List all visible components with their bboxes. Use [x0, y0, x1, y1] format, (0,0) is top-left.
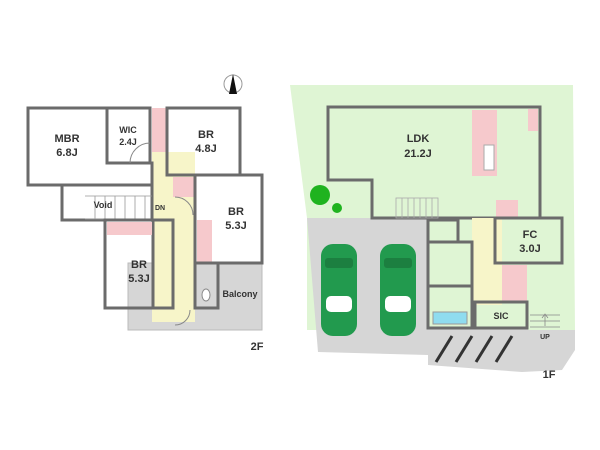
balcony-label: Balcony	[222, 289, 257, 299]
ldk-name: LDK	[407, 133, 430, 145]
bicycle-icon	[454, 335, 474, 363]
room-fc	[493, 216, 564, 265]
mbr-size: 6.8J	[56, 147, 77, 159]
door	[174, 309, 191, 326]
br2-size: 5.3J	[225, 220, 246, 232]
closet	[502, 265, 527, 302]
mbr-name: MBR	[54, 133, 79, 145]
door	[129, 142, 151, 164]
ldk-size: 21.2J	[404, 148, 432, 160]
br3-size: 5.3J	[128, 273, 149, 285]
bathroom	[426, 284, 474, 330]
toilet-icon	[201, 288, 211, 302]
floor-2-label: 2F	[251, 341, 264, 353]
wic-size: 2.4J	[119, 137, 137, 147]
paving	[307, 218, 575, 372]
fc-size: 3.0J	[519, 243, 540, 255]
closet	[528, 109, 538, 131]
floor-1-label: 1F	[543, 369, 556, 381]
closet	[197, 220, 212, 262]
bicycle-icon	[434, 335, 454, 363]
br2-name: BR	[228, 206, 244, 218]
floor-1-plan: LDK 21.2J FC 3.0J SIC UP 1F	[290, 85, 575, 381]
up-label: UP	[540, 334, 550, 341]
bicycle-icon	[474, 335, 494, 363]
room-wic	[105, 106, 152, 165]
floor-2-plan: MBR 6.8J WIC 2.4J BR 4.8J BR 5.3J BR 5.3…	[26, 106, 264, 353]
north-compass-icon	[223, 74, 243, 94]
car-icon	[321, 244, 357, 336]
kitchen-sink	[483, 144, 495, 171]
room-br-5-3-right	[193, 173, 264, 265]
closet	[107, 222, 152, 235]
wic-name: WIC	[119, 125, 137, 135]
room-br-5-3-lower-ext	[103, 218, 175, 310]
bicycle-icon	[494, 335, 514, 363]
room-ldk	[326, 105, 542, 220]
tree-icon	[332, 203, 342, 213]
closet	[496, 200, 518, 218]
void-label: Void	[94, 200, 113, 210]
door	[174, 196, 194, 216]
br1-size: 4.8J	[195, 143, 216, 155]
stairs-icon	[395, 197, 439, 219]
fc-name: FC	[523, 229, 538, 241]
sic-label: SIC	[493, 311, 509, 321]
dn-label: DN	[155, 205, 165, 212]
toilet-room	[193, 261, 220, 310]
tree-icon	[310, 185, 330, 205]
br3-name: BR	[131, 259, 147, 271]
entry-stairs-icon	[530, 313, 560, 328]
bathtub-icon	[432, 311, 468, 325]
br1-name: BR	[198, 129, 214, 141]
room-sic	[473, 300, 529, 330]
closet	[152, 108, 167, 152]
closet	[173, 177, 195, 197]
car-icon	[380, 244, 416, 336]
